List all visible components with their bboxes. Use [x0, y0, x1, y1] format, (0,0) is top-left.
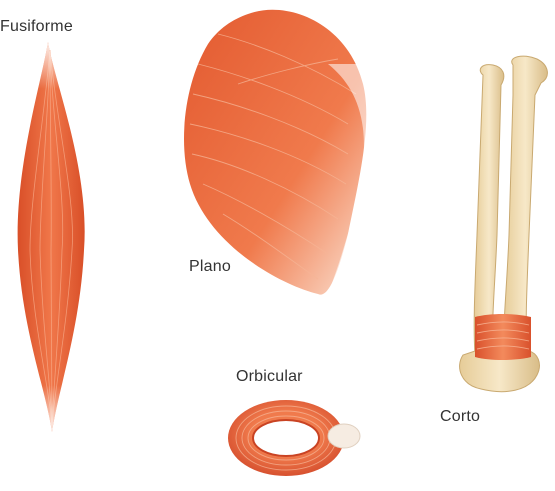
label-fusiform: Fusiforme [0, 18, 73, 35]
fusiform-muscle [17, 42, 85, 432]
label-short: Corto [440, 408, 481, 425]
flat-muscle [184, 9, 373, 295]
short-muscle-bones [459, 55, 548, 393]
label-flat: Plano [189, 258, 231, 275]
orbicular-muscle [228, 400, 361, 476]
label-orbicular: Orbicular [236, 368, 303, 385]
